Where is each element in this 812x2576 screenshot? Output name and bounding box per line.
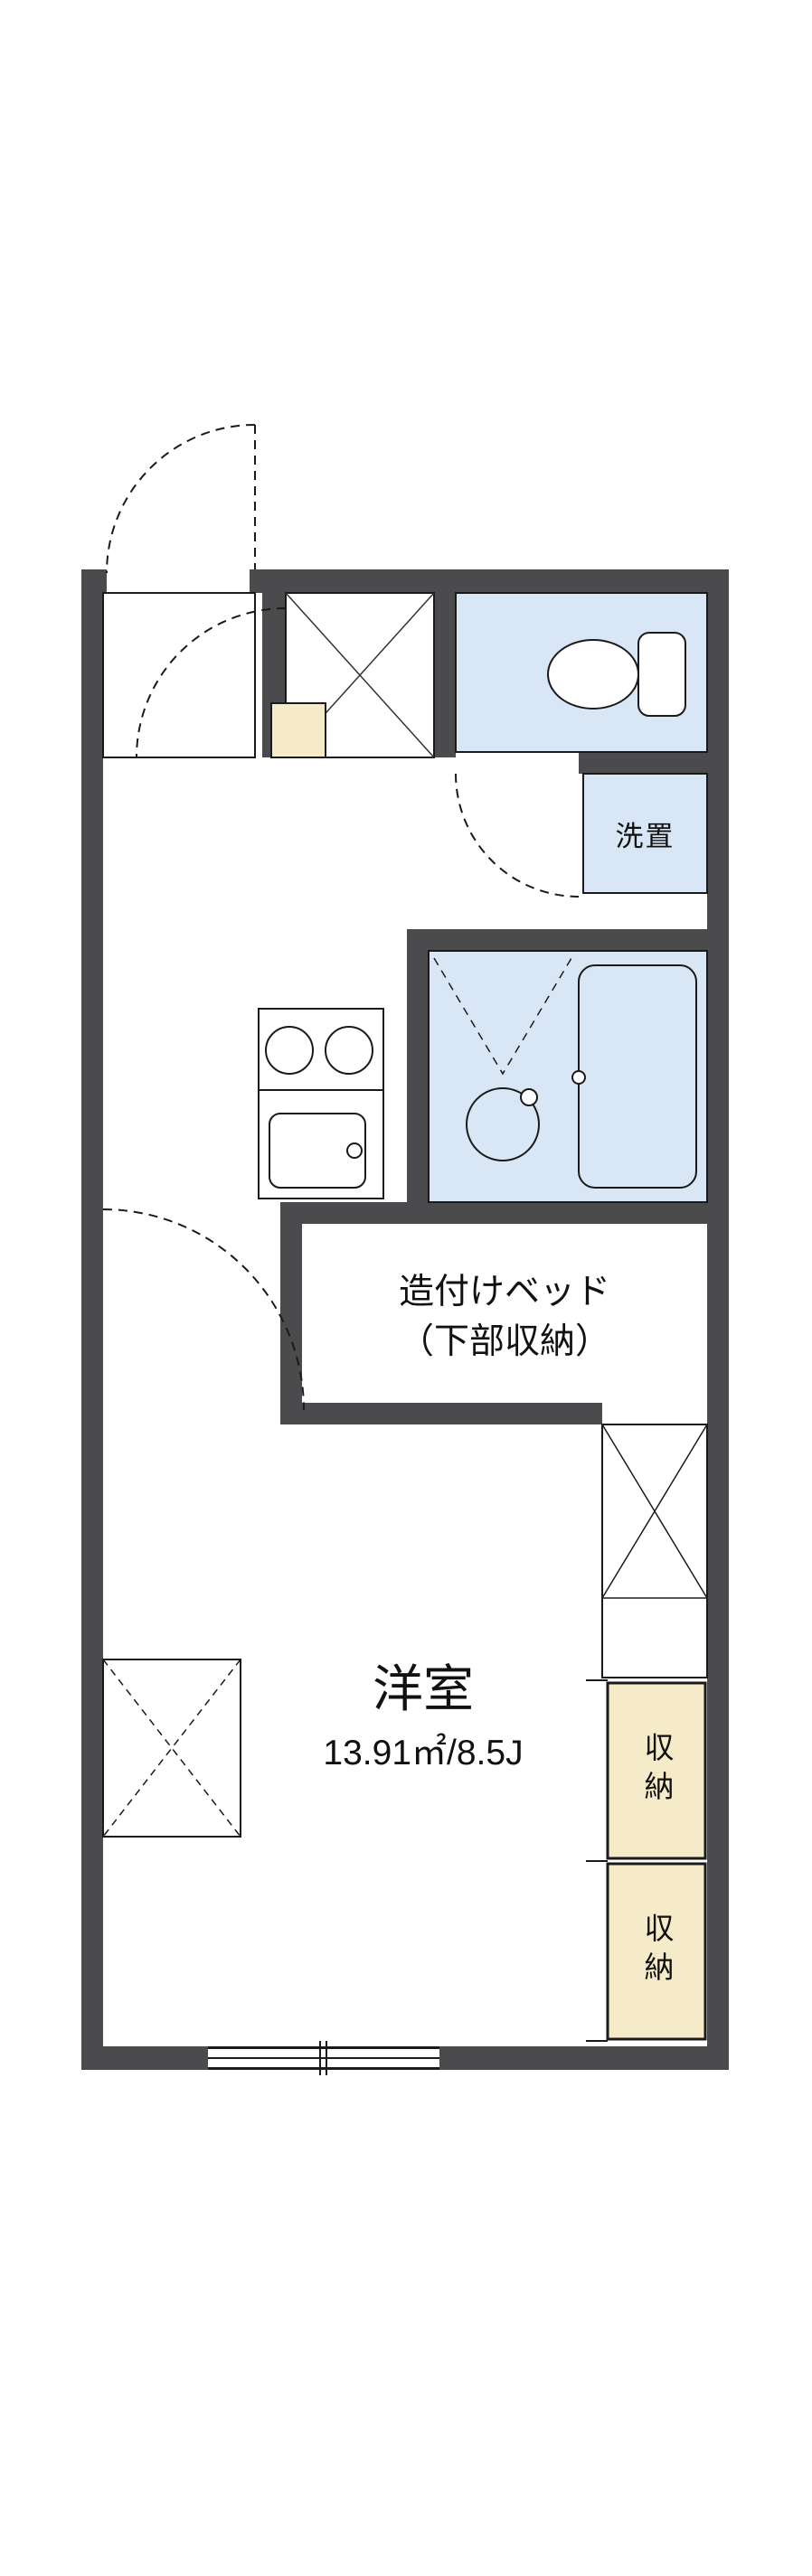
shoe-closet-door-swing	[136, 607, 287, 758]
faucet-icon	[346, 1142, 363, 1159]
storage-label-bottom: 収納	[640, 1913, 674, 1990]
living-door-swing	[102, 1208, 305, 1411]
living-room-name: 洋室	[373, 1660, 474, 1717]
bathtub-icon	[578, 964, 697, 1189]
bath-folding-door	[433, 957, 572, 1076]
washbasin-faucet-icon	[520, 1088, 538, 1106]
toilet-icon	[547, 632, 686, 717]
wall-segment	[280, 1403, 602, 1424]
wall-segment	[707, 569, 729, 2070]
storage-door-ticks	[586, 1679, 608, 2042]
built-in-bed-label-line2: （下部収納）	[398, 1322, 610, 1361]
wall-segment	[81, 569, 103, 2070]
built-in-bed-label: 造付けベッド （下部収納）	[302, 1242, 707, 1394]
living-room-label: 洋室 13.91㎡/8.5J	[197, 1661, 649, 1775]
shelf-closet-box	[601, 1424, 708, 1678]
built-in-bed-label-line1: 造付けベッド	[398, 1273, 610, 1312]
washbasin-icon	[466, 1087, 540, 1161]
wall-segment	[280, 1202, 302, 1424]
wall-segment	[407, 929, 707, 951]
toilet-door-swing	[455, 773, 580, 898]
kitchen-unit	[258, 1008, 384, 1199]
living-room-area: 13.91㎡/8.5J	[323, 1733, 524, 1772]
toilet-bowl	[547, 639, 639, 710]
genkan-area	[102, 592, 256, 758]
entrance-door-swing	[106, 424, 256, 574]
bath-fixtures	[466, 964, 697, 1189]
washer-room-label: 洗置	[615, 820, 675, 852]
stove-burner-icon	[325, 1026, 373, 1075]
bay-window-box	[102, 1659, 241, 1838]
storage-closet-bottom	[606, 1862, 707, 2041]
wall-segment	[280, 1202, 707, 1224]
bay-window-outline	[102, 1659, 241, 1838]
stove-burner-icon	[265, 1026, 314, 1075]
washer-room	[582, 773, 708, 894]
toilet-tank	[637, 632, 686, 717]
closet-diagonal	[601, 1424, 708, 1599]
sink-icon	[269, 1113, 366, 1189]
window-symbol	[208, 2041, 439, 2075]
storage-label-top: 収納	[640, 1732, 674, 1810]
wall-segment	[250, 569, 729, 593]
door-swings	[102, 424, 580, 1411]
water-heater-box	[270, 702, 326, 758]
wall-segment	[434, 593, 456, 757]
wall-segment	[579, 752, 707, 774]
storage-closet-top	[606, 1681, 707, 1860]
shelf-closet	[601, 1424, 708, 1678]
bathtub-drain-icon	[571, 1070, 586, 1085]
wall-segment	[407, 929, 429, 1224]
